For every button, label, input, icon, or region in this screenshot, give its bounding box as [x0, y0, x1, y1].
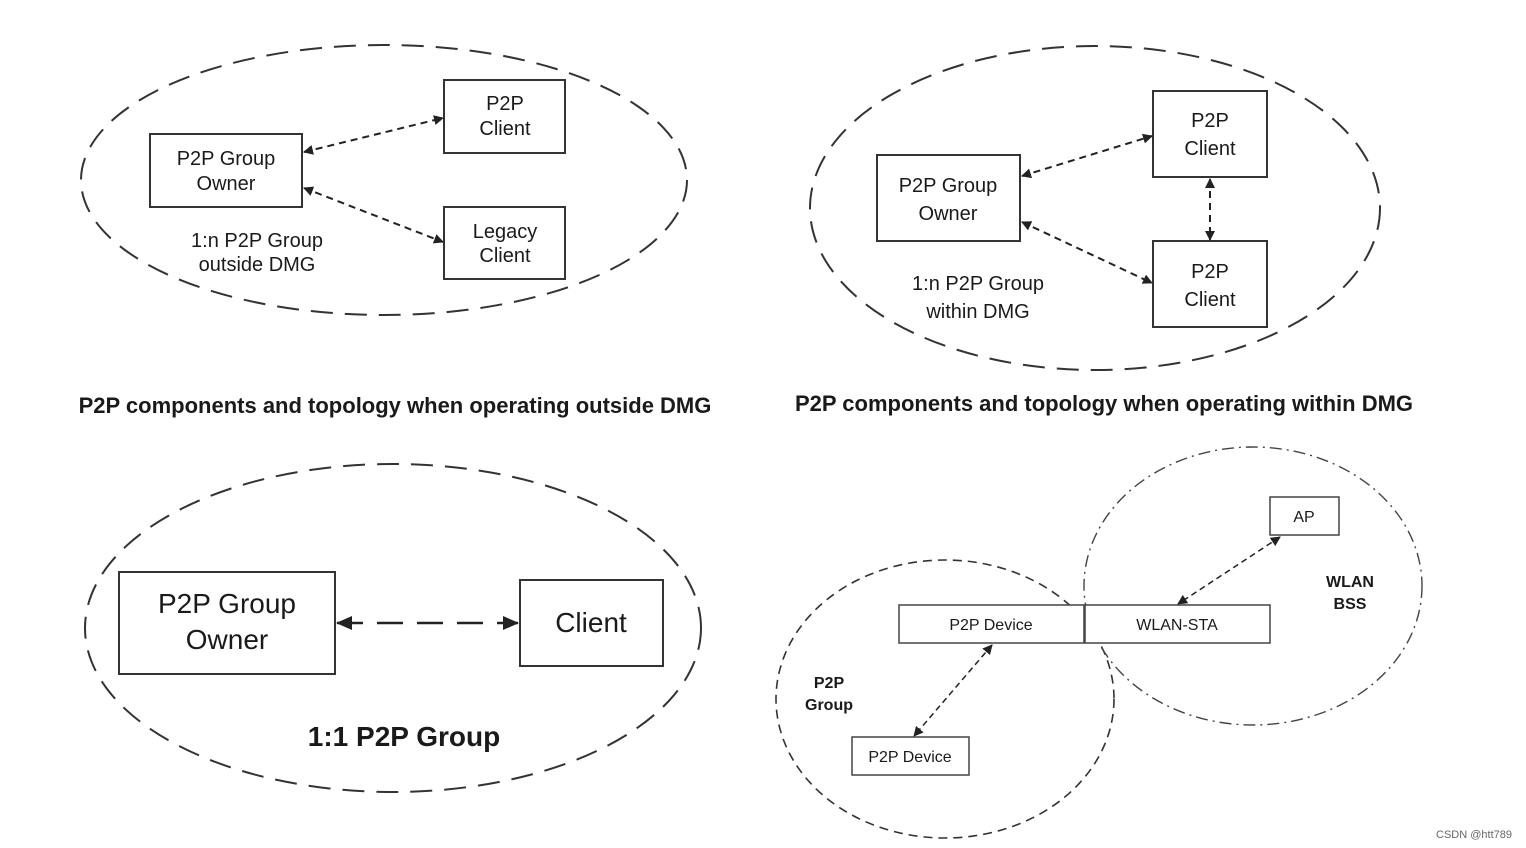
client-label: Client — [555, 607, 627, 638]
client-bottom-label-line1: P2P — [1191, 261, 1229, 283]
client-top-label-line2: Client — [1184, 138, 1236, 160]
group-owner-label-line2: Owner — [919, 203, 978, 225]
wlan-bss-ellipse — [1083, 446, 1423, 726]
client-box — [443, 79, 566, 154]
wlan-sta-label: WLAN-STA — [1136, 617, 1218, 634]
wlan-bss-label-line2: BSS — [1334, 596, 1367, 613]
p2p-group-label-line2: Group — [805, 697, 853, 714]
diagram-concurrent-wlan: AP WLAN BSS P2P Device WLAN-STA P2P Grou… — [775, 446, 1423, 839]
connector-p2p-devices — [913, 644, 993, 737]
client-bottom-label-line2: Client — [1184, 289, 1236, 311]
group-boundary-ellipse — [809, 45, 1381, 371]
p2p-device-bottom-label: P2P Device — [868, 749, 951, 766]
p2p-device-top-box — [898, 604, 1085, 644]
connector-owner-legacy — [303, 186, 444, 244]
diagram-outside-dmg: P2P Group Owner P2P Client Legacy Client… — [79, 44, 712, 418]
diagram-within-dmg: P2P Group Owner P2P Client P2P Client 1:… — [795, 45, 1413, 416]
diagram-one-to-one: P2P Group Owner Client 1:1 P2P Group — [84, 463, 702, 793]
wlan-bss-label-line1: WLAN — [1326, 574, 1374, 591]
client-bottom-box — [1152, 240, 1268, 328]
caption-outside-dmg: P2P components and topology when operati… — [79, 393, 712, 418]
p2p-device-top-label: P2P Device — [949, 617, 1032, 634]
connector-ap-wlan-sta — [1177, 536, 1281, 605]
p2p-device-bottom-box — [851, 736, 970, 776]
p2p-group-label-line1: P2P — [814, 675, 845, 692]
group-owner-label-line1: P2P Group — [899, 175, 998, 197]
client-top-box — [1152, 90, 1268, 178]
watermark: CSDN @htt789 — [1436, 829, 1512, 841]
legacy-client-box — [443, 206, 566, 280]
group-boundary-ellipse — [84, 463, 702, 793]
connector-owner-client — [303, 115, 444, 155]
caption-within-dmg: P2P components and topology when operati… — [795, 391, 1413, 416]
group-label: 1:1 P2P Group — [308, 721, 500, 752]
client-top-label-line1: P2P — [1191, 110, 1229, 132]
group-label-line2: within DMG — [925, 301, 1029, 323]
group-owner-label-line2: Owner — [186, 624, 268, 655]
p2p-group-ellipse — [775, 559, 1115, 839]
ap-label: AP — [1293, 509, 1314, 526]
group-label-line2: outside DMG — [199, 254, 316, 276]
group-owner-box — [118, 571, 336, 675]
ap-box — [1269, 496, 1340, 536]
connector-owner-client-top — [1021, 133, 1153, 179]
client-box — [519, 579, 664, 667]
group-owner-box — [149, 133, 303, 208]
group-label-line1: 1:n P2P Group — [912, 273, 1044, 295]
wlan-sta-box — [1084, 604, 1271, 644]
group-boundary-ellipse — [80, 44, 688, 316]
client-label-line1: P2P — [486, 93, 524, 115]
group-owner-label-line1: P2P Group — [177, 148, 276, 170]
legacy-client-label-line2: Client — [479, 245, 531, 267]
group-owner-box — [876, 154, 1021, 242]
legacy-client-label-line1: Legacy — [473, 221, 538, 243]
group-owner-label-line1: P2P Group — [158, 588, 296, 619]
client-label-line2: Client — [479, 118, 531, 140]
group-label-line1: 1:n P2P Group — [191, 230, 323, 252]
group-owner-label-line2: Owner — [197, 173, 256, 195]
